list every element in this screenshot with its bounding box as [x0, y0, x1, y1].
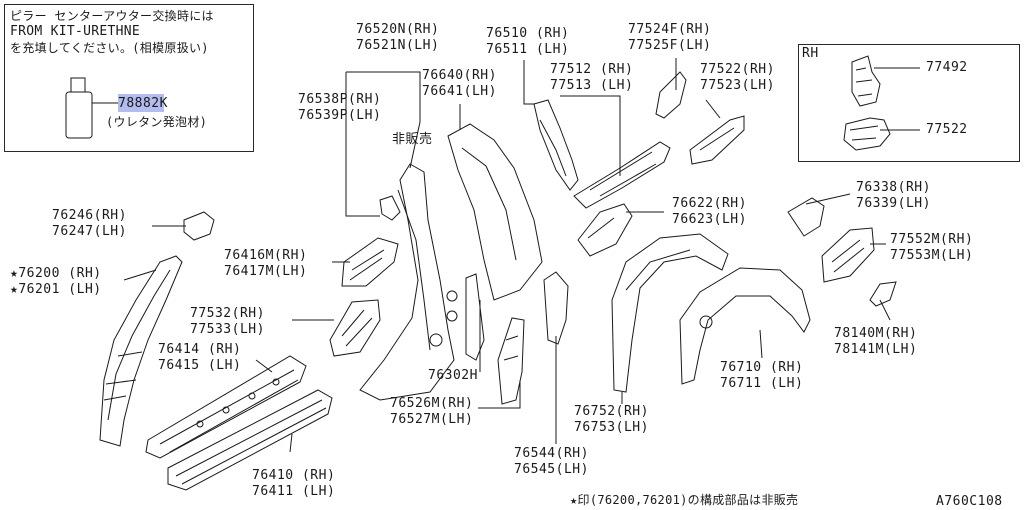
leader-lines	[123, 58, 891, 453]
part-76520n-label[interactable]: 76520N(RH) 76521N(LH)	[356, 22, 440, 53]
part-78882k-highlight[interactable]	[118, 94, 164, 112]
rh-box-title: RH	[802, 46, 819, 61]
not-sold-label: 非販売	[392, 132, 433, 147]
note-line-1: ピラー センターアウター交換時には	[10, 9, 214, 23]
front-pillar-part	[99, 255, 183, 447]
wheel-house-outer-part	[679, 267, 811, 385]
part-76414-label[interactable]: 76414 (RH) 76415 (LH)	[158, 342, 242, 373]
part-76416m-label[interactable]: 76416M(RH) 76417M(LH)	[224, 248, 308, 279]
part-76538p-label[interactable]: 76538P(RH) 76539P(LH)	[298, 92, 382, 123]
part-78140m-label[interactable]: 78140M(RH) 78141M(LH)	[834, 326, 918, 357]
part-76622-label[interactable]: 76622(RH) 76623(LH)	[672, 196, 747, 227]
part-76510-label[interactable]: 76510 (RH) 76511 (LH)	[486, 26, 570, 57]
part-76200-label[interactable]: ★76200 (RH) ★76201 (LH)	[10, 266, 102, 297]
part-77522-label[interactable]: 77522(RH) 77523(LH)	[700, 62, 775, 93]
part-76544-label[interactable]: 76544(RH) 76545(LH)	[514, 446, 589, 477]
footer-note: ★印(76200,76201)の構成部品は非販売	[570, 493, 799, 507]
part-77552m-label[interactable]: 77552M(RH) 77553M(LH)	[890, 232, 974, 263]
part-77532-label[interactable]: 77532(RH) 77533(LH)	[190, 306, 265, 337]
note-box	[4, 4, 254, 152]
sill-outer-part	[167, 389, 333, 491]
part-76640-label[interactable]: 76640(RH) 76641(LH)	[422, 68, 497, 99]
part-77492-label[interactable]: 77492	[926, 60, 968, 75]
note-line-3: を充填してください。(相模原扱い)	[10, 41, 209, 55]
wheel-house-inner-part	[611, 233, 729, 393]
part-76526m-label[interactable]: 76526M(RH) 76527M(LH)	[390, 396, 474, 427]
diagram-code: A760C108	[936, 494, 1003, 509]
part-76246-label[interactable]: 76246(RH) 76247(LH)	[52, 208, 127, 239]
part-76302h-label[interactable]: 76302H	[428, 368, 478, 383]
part-77512-label[interactable]: 77512 (RH) 77513 (LH)	[550, 62, 634, 93]
part-76410-label[interactable]: 76410 (RH) 76411 (LH)	[252, 468, 336, 499]
sill-reinforcement-part	[145, 355, 307, 459]
part-76710-label[interactable]: 76710 (RH) 76711 (LH)	[720, 360, 804, 391]
note-line-2: FROM KIT-URETHNE	[10, 24, 141, 39]
rh-box-parts	[843, 55, 920, 151]
part-77524f-label[interactable]: 77524F(RH) 77525F(LH)	[628, 22, 712, 53]
rh-detail-box	[798, 44, 1020, 162]
part-77522-rh-label[interactable]: 77522	[926, 122, 968, 137]
part-76752-label[interactable]: 76752(RH) 76753(LH)	[574, 404, 649, 435]
rear-pillar-part	[447, 99, 579, 301]
part-76338-label[interactable]: 76338(RH) 76339(LH)	[856, 180, 931, 211]
center-pillar-part	[359, 163, 458, 401]
part-78882k-label[interactable]: 78882K	[118, 96, 168, 111]
part-78882k-desc: (ウレタン発泡材)	[106, 115, 208, 129]
